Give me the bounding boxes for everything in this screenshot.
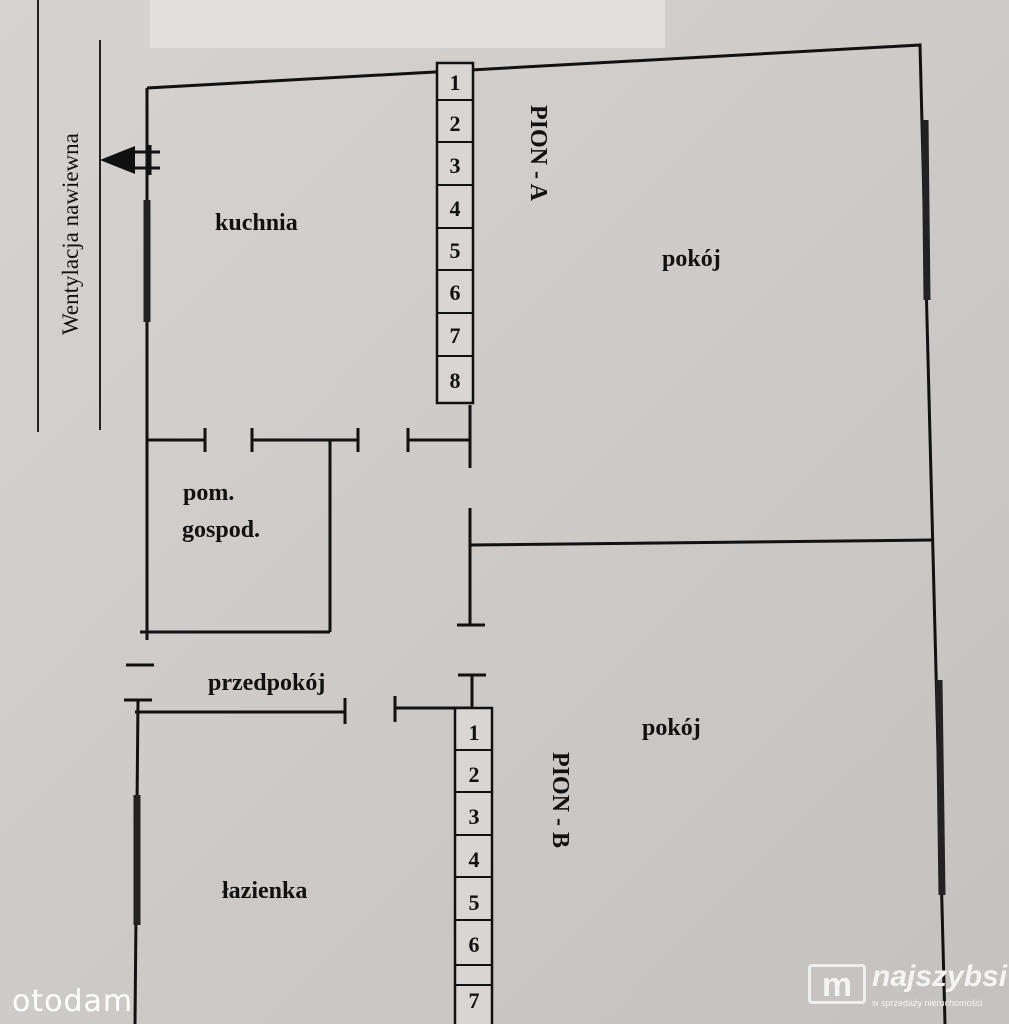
room-label-utility-1: pom. bbox=[183, 480, 234, 506]
shaft-b-label: PION - B bbox=[547, 752, 573, 848]
shaft-cell: 5 bbox=[469, 890, 480, 915]
shaft-cell: 6 bbox=[469, 932, 480, 957]
room-label-bathroom: łazienka bbox=[222, 878, 307, 904]
room-label-kitchen: kuchnia bbox=[215, 210, 298, 236]
shaft-cell: 2 bbox=[450, 111, 461, 136]
shaft-cell: 7 bbox=[450, 323, 461, 348]
shaft-cell: 7 bbox=[469, 988, 480, 1013]
shaft-a: 1 2 3 4 5 6 7 8 bbox=[435, 61, 475, 405]
najszybsi-logo-icon: m bbox=[808, 964, 866, 1004]
shaft-cell: 4 bbox=[450, 196, 461, 221]
shaft-cell: 5 bbox=[450, 238, 461, 263]
window bbox=[935, 679, 946, 896]
shaft-cell: 1 bbox=[469, 720, 480, 745]
shaft-a-label: PION - A bbox=[525, 105, 551, 202]
shaft-cell: 6 bbox=[450, 280, 461, 305]
ventilation-label: Wentylacja nawiewna bbox=[58, 133, 83, 335]
shaft-cell: 3 bbox=[450, 153, 461, 178]
shaft-cell: 8 bbox=[450, 368, 461, 393]
room-label-room-bottom: pokój bbox=[642, 715, 701, 741]
shaft-b: 1 2 3 4 5 6 7 bbox=[453, 706, 494, 1024]
najszybsi-subtitle: w sprzedaży nieruchomości bbox=[872, 998, 983, 1008]
ventilation-arrow-icon bbox=[100, 145, 160, 175]
room-label-room-top: pokój bbox=[662, 246, 721, 272]
shaft-cell: 4 bbox=[469, 847, 480, 872]
otodam-watermark: otodam bbox=[12, 984, 134, 1019]
najszybsi-title: najszybsi bbox=[872, 960, 1008, 993]
paper-edge bbox=[150, 0, 665, 48]
shaft-cell: 1 bbox=[450, 70, 461, 95]
room-label-hallway: przedpokój bbox=[208, 670, 325, 696]
shaft-cell: 2 bbox=[469, 762, 480, 787]
shaft-cell: 3 bbox=[469, 804, 480, 829]
window bbox=[921, 119, 931, 301]
room-label-utility-2: gospod. bbox=[182, 517, 260, 543]
